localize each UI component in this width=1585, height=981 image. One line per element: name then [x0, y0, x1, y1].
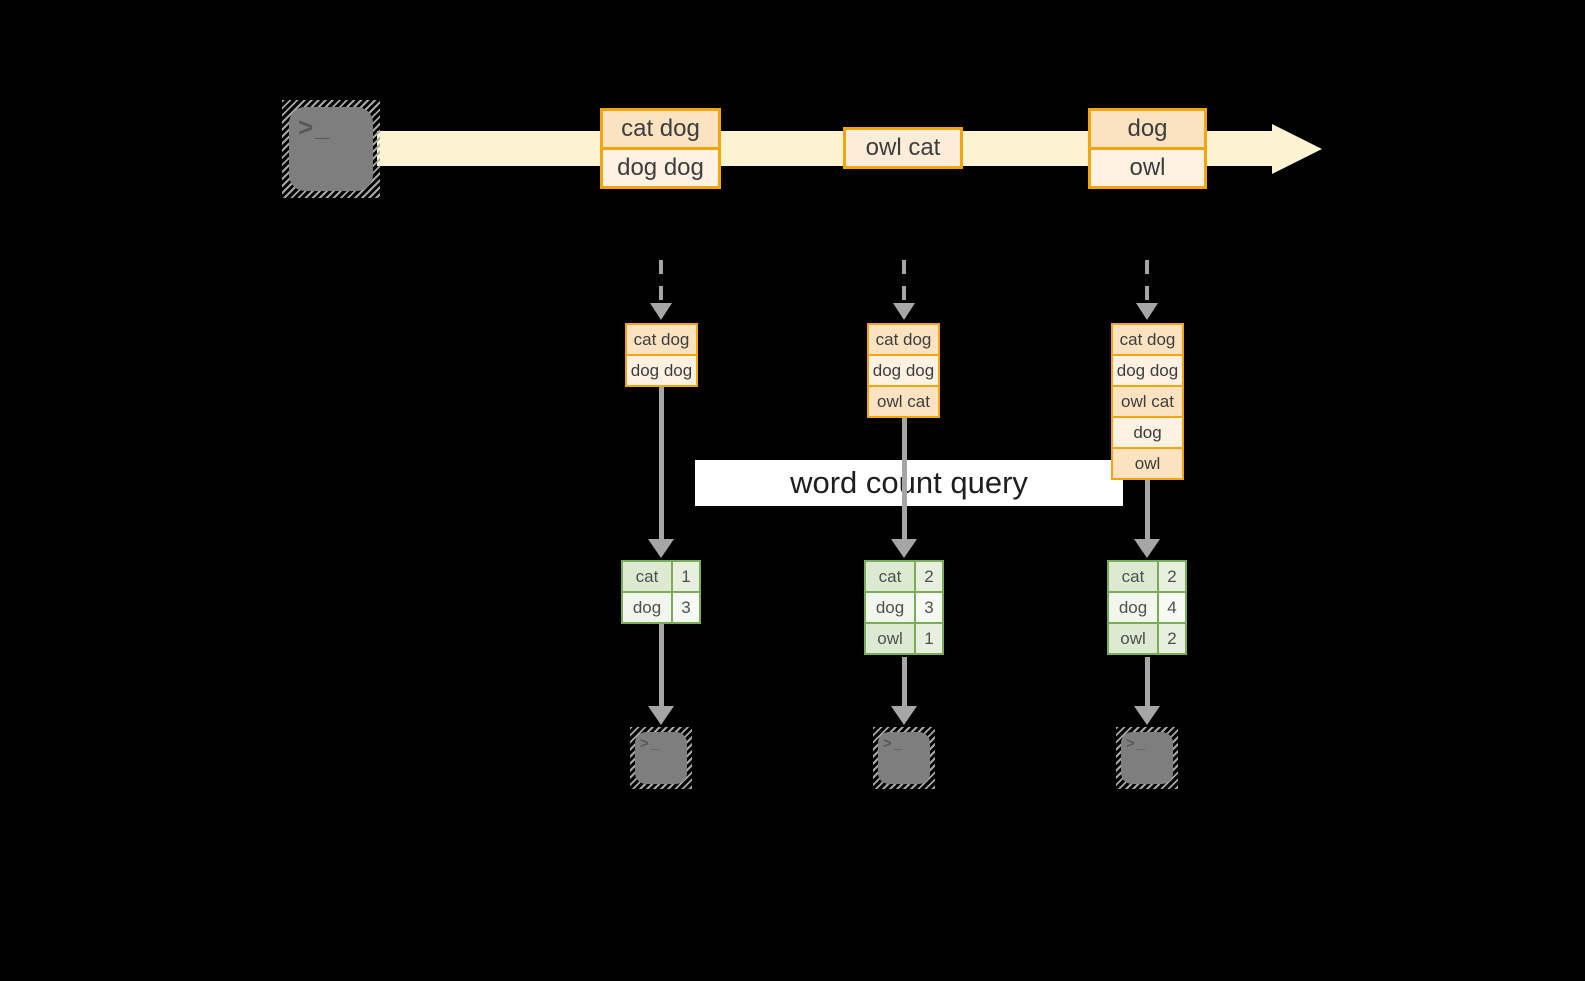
count-cell-word: cat	[1109, 562, 1157, 591]
count-cell-value: 1	[673, 562, 699, 591]
terminal-prompt-icon: >_	[298, 112, 332, 142]
buffer-row: cat dog	[869, 325, 938, 354]
count-cell-word: owl	[866, 624, 914, 653]
event-box-1: cat dog dog dog	[600, 108, 721, 189]
count-cell-value: 4	[1159, 593, 1185, 622]
buffer-row: dog dog	[627, 356, 696, 385]
count-table-1: cat 1 dog 3	[621, 560, 701, 624]
event-box-3: dog owl	[1088, 108, 1207, 189]
event-row: cat dog	[603, 111, 718, 147]
stream-source-terminal-icon: >_	[282, 100, 380, 198]
buffer-row: dog dog	[1113, 356, 1182, 385]
stream-arrowhead-icon	[1272, 124, 1322, 174]
event-row: dog	[1091, 111, 1204, 147]
query-arrow-3	[1145, 480, 1150, 539]
event-row: dog dog	[603, 150, 718, 186]
terminal-prompt-icon: >_	[883, 735, 905, 752]
query-arrowhead-icon	[891, 539, 917, 558]
count-cell-value: 2	[916, 562, 942, 591]
terminal-screen	[1121, 732, 1173, 784]
buffer-row: cat dog	[1113, 325, 1182, 354]
terminal-screen	[635, 732, 687, 784]
query-label-text: word count query	[790, 465, 1028, 500]
terminal-screen	[878, 732, 930, 784]
event-row: owl cat	[846, 130, 960, 166]
query-label: word count query	[695, 460, 1123, 506]
ingest-arrowhead-icon	[1136, 303, 1158, 320]
output-arrowhead-icon	[648, 706, 674, 725]
count-table-2: cat 2 dog 3 owl 1	[864, 560, 944, 655]
event-box-2: owl cat	[843, 127, 963, 169]
count-cell-word: owl	[1109, 624, 1157, 653]
count-cell-value: 2	[1159, 562, 1185, 591]
query-arrow-1	[659, 387, 664, 539]
ingest-arrowhead-icon	[893, 303, 915, 320]
output-terminal-icon-1: >_	[630, 727, 692, 789]
output-terminal-icon-3: >_	[1116, 727, 1178, 789]
output-arrow-3	[1145, 657, 1150, 706]
count-table-3: cat 2 dog 4 owl 2	[1107, 560, 1187, 655]
terminal-prompt-icon: >_	[1126, 735, 1148, 752]
buffer-row: dog	[1113, 418, 1182, 447]
output-arrowhead-icon	[891, 706, 917, 725]
count-cell-value: 1	[916, 624, 942, 653]
count-cell-word: dog	[1109, 593, 1157, 622]
event-row: owl	[1091, 150, 1204, 186]
buffer-row: dog dog	[869, 356, 938, 385]
output-arrow-1	[659, 624, 664, 706]
ingest-arrow-3	[1145, 260, 1149, 305]
output-arrow-2	[902, 657, 907, 706]
count-cell-word: dog	[623, 593, 671, 622]
count-cell-word: cat	[866, 562, 914, 591]
output-arrowhead-icon	[1134, 706, 1160, 725]
buffer-row: cat dog	[627, 325, 696, 354]
count-cell-word: cat	[623, 562, 671, 591]
ingest-arrow-1	[659, 260, 663, 305]
count-cell-value: 2	[1159, 624, 1185, 653]
output-terminal-icon-2: >_	[873, 727, 935, 789]
query-arrowhead-icon	[648, 539, 674, 558]
terminal-prompt-icon: >_	[640, 735, 662, 752]
buffer-row: owl	[1113, 449, 1182, 478]
count-cell-value: 3	[916, 593, 942, 622]
buffer-box-2: cat dog dog dog owl cat	[867, 323, 940, 418]
count-cell-word: dog	[866, 593, 914, 622]
buffer-box-3: cat dog dog dog owl cat dog owl	[1111, 323, 1184, 480]
ingest-arrow-2	[902, 260, 906, 305]
buffer-row: owl cat	[869, 387, 938, 416]
buffer-row: owl cat	[1113, 387, 1182, 416]
buffer-box-1: cat dog dog dog	[625, 323, 698, 387]
count-cell-value: 3	[673, 593, 699, 622]
terminal-screen	[289, 107, 373, 191]
ingest-arrowhead-icon	[650, 303, 672, 320]
query-arrowhead-icon	[1134, 539, 1160, 558]
query-arrow-2	[902, 418, 907, 539]
